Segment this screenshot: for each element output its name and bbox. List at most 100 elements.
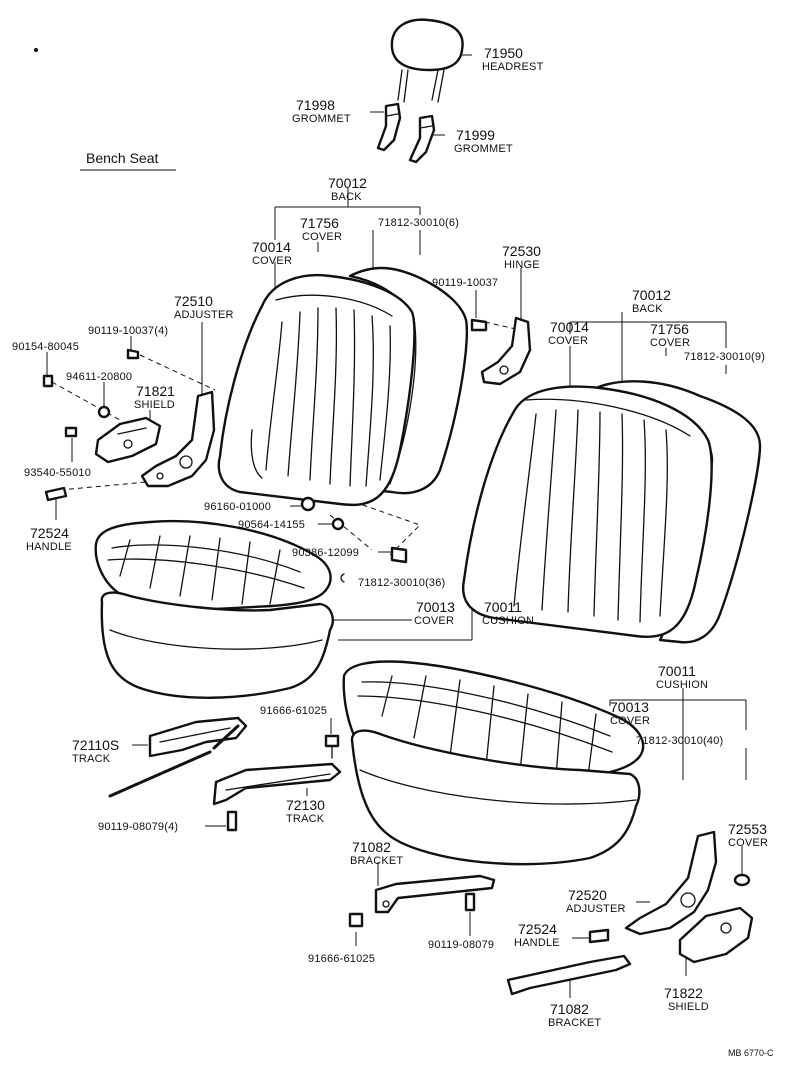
label-bucket-handle: 72524 HANDLE [514, 921, 560, 949]
svg-text:70011: 70011 [658, 663, 696, 679]
svg-text:71950: 71950 [484, 45, 523, 61]
label-bucket-cover-cap: 72553 COVER [728, 821, 768, 849]
label-hinge-bolt: 90119-10037 [432, 277, 498, 289]
svg-text:GROMMET: GROMMET [454, 143, 513, 155]
label-cap-a: 96160-01000 [204, 501, 271, 513]
bucket-small-parts [588, 873, 751, 944]
label-bucket-shield: 71822 SHIELD [664, 985, 709, 1013]
svg-text:72520: 72520 [568, 887, 607, 903]
svg-text:71756: 71756 [300, 215, 339, 231]
svg-text:71082: 71082 [550, 1001, 589, 1017]
label-bracket-b: 71082 BRACKET [548, 1001, 601, 1029]
section-heading: Bench Seat [80, 150, 176, 171]
svg-text:72524: 72524 [518, 921, 557, 937]
label-bench-handle: 72524 HANDLE [26, 525, 72, 553]
section-title: Bench Seat [86, 150, 158, 166]
svg-text:72130: 72130 [286, 797, 325, 813]
svg-text:CUSHION: CUSHION [482, 615, 534, 627]
label-headrest: 71950 HEADREST [482, 45, 544, 73]
track-bolt-illustration [324, 734, 340, 759]
label-track-bolt-a: 91666-61025 [260, 705, 327, 717]
label-screw-a: 90154-80045 [12, 341, 79, 353]
svg-text:71812-30010(6): 71812-30010(6) [378, 217, 459, 229]
svg-text:90119-10037: 90119-10037 [432, 277, 498, 289]
svg-text:72110S: 72110S [72, 737, 119, 753]
label-bracket-a: 71082 BRACKET [350, 839, 403, 867]
label-bench-back-clip-cover: 71756 COVER [300, 215, 342, 243]
svg-text:90564-14155: 90564-14155 [238, 519, 305, 531]
svg-text:70014: 70014 [252, 239, 291, 255]
svg-text:91666-61025: 91666-61025 [308, 953, 375, 965]
bench-adjuster-illustration [140, 390, 216, 488]
drawing-code: MB 6770-C [728, 1048, 774, 1058]
svg-text:BRACKET: BRACKET [350, 855, 403, 867]
svg-text:BACK: BACK [632, 303, 663, 315]
label-bracket-bolt-a: 91666-61025 [308, 953, 375, 965]
svg-text:72510: 72510 [174, 293, 213, 309]
stray-dot [34, 48, 38, 52]
svg-text:COVER: COVER [252, 255, 292, 267]
bench-shield-illustration [94, 416, 162, 464]
label-bucket-cushion-clip: 71812-30010(40) [636, 735, 723, 747]
label-bucket-cushion: 70011 CUSHION [656, 663, 708, 691]
svg-text:72524: 72524 [30, 525, 69, 541]
label-bench-back-clip: 71812-30010(6) [378, 217, 459, 229]
svg-text:70012: 70012 [632, 287, 671, 303]
svg-text:71821: 71821 [136, 383, 175, 399]
bench-cushion-pad-illustration [100, 591, 334, 699]
bracket-b-illustration [506, 954, 632, 996]
label-bucket-back: 70012 BACK [632, 287, 671, 315]
svg-text:GROMMET: GROMMET [292, 113, 351, 125]
svg-text:COVER: COVER [650, 337, 690, 349]
svg-text:HANDLE: HANDLE [26, 541, 72, 553]
label-bench-back-cover: 70014 COVER [252, 239, 292, 267]
label-grommet-a: 71998 GROMMET [292, 97, 351, 125]
svg-text:71999: 71999 [456, 127, 495, 143]
label-grommet-b: 71999 GROMMET [454, 127, 513, 155]
label-track-bolt-b: 90119-08079(4) [98, 821, 178, 833]
svg-text:70014: 70014 [550, 319, 589, 335]
svg-text:CUSHION: CUSHION [656, 679, 708, 691]
label-bracket-bolt-b: 90119-08079 [428, 939, 494, 951]
svg-text:SHIELD: SHIELD [668, 1001, 709, 1013]
label-washer-a: 90564-14155 [238, 519, 305, 531]
grommet-left-illustration [376, 102, 402, 152]
small-bolts-left [42, 348, 140, 502]
label-bucket-cushion-cover: 70013 COVER [610, 699, 650, 727]
svg-text:72530: 72530 [502, 243, 541, 259]
svg-text:BACK: BACK [331, 191, 362, 203]
bucket-adjuster-illustration [624, 830, 718, 936]
label-bushing-a: 90386-12099 [292, 547, 359, 559]
svg-text:COVER: COVER [728, 837, 768, 849]
svg-text:71822: 71822 [664, 985, 703, 1001]
svg-text:COVER: COVER [610, 715, 650, 727]
label-adjuster-bolt: 90119-10037(4) [88, 325, 168, 337]
svg-text:COVER: COVER [302, 231, 342, 243]
svg-text:90386-12099: 90386-12099 [292, 547, 359, 559]
svg-text:HINGE: HINGE [504, 259, 540, 271]
label-bench-cushion: 70011 CUSHION [482, 599, 534, 627]
label-hinge: 72530 HINGE [502, 243, 541, 271]
svg-text:90154-80045: 90154-80045 [12, 341, 79, 353]
svg-text:71998: 71998 [296, 97, 335, 113]
label-screw-b: 93540-55010 [24, 467, 91, 479]
svg-text:HANDLE: HANDLE [514, 937, 560, 949]
label-bucket-back-clip-cover: 71756 COVER [650, 321, 690, 349]
bucket-back-cover-illustration [461, 385, 713, 638]
svg-text:71756: 71756 [650, 321, 689, 337]
svg-text:70011: 70011 [484, 599, 522, 615]
label-bench-back: 70012 BACK [328, 175, 367, 203]
bracket-a-illustration [374, 874, 496, 914]
label-nut-a: 94611-20800 [66, 371, 132, 383]
label-bucket-back-clip: 71812-30010(9) [684, 351, 765, 363]
svg-text:BRACKET: BRACKET [548, 1017, 601, 1029]
bracket-bolts-illustration [348, 892, 476, 928]
track-b-illustration [212, 762, 342, 832]
svg-text:70013: 70013 [610, 699, 649, 715]
svg-text:TRACK: TRACK [286, 813, 325, 825]
svg-text:94611-20800: 94611-20800 [66, 371, 132, 383]
svg-text:COVER: COVER [414, 615, 454, 627]
svg-text:70013: 70013 [416, 599, 455, 615]
svg-text:HEADREST: HEADREST [482, 61, 544, 73]
